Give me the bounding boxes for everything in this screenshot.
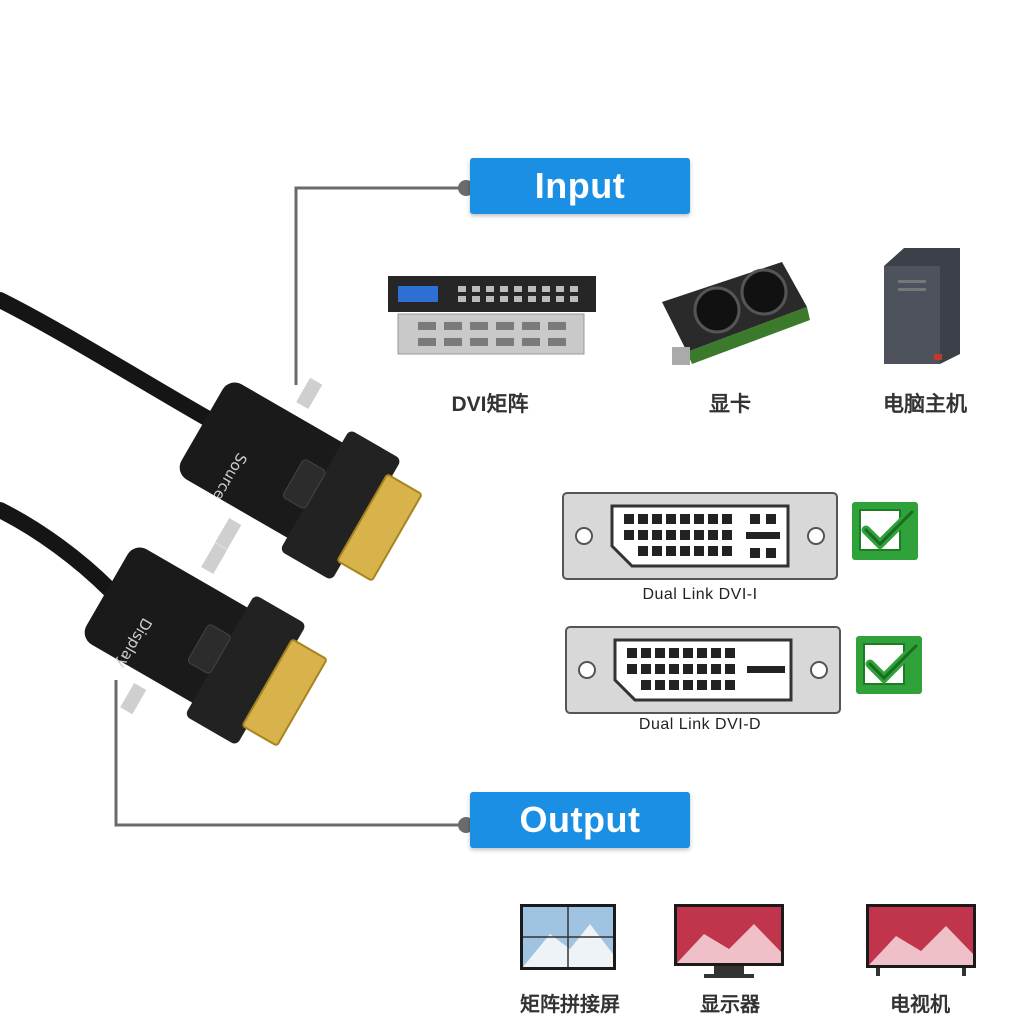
output-device-label-tv: 电视机 <box>890 994 950 1016</box>
display-plug: Display <box>84 542 327 746</box>
input-device-label-gpu: 显卡 <box>709 393 751 416</box>
output-banner: Output <box>470 792 690 848</box>
dvi-i-label: Dual Link DVI-I <box>642 586 758 603</box>
dvi-d-check-icon <box>856 636 922 694</box>
graphics-card-icon <box>662 262 810 365</box>
monitor-icon <box>674 904 784 978</box>
output-device-label-monitor: 显示器 <box>700 994 760 1016</box>
output-device-label-wall: 矩阵拼接屏 <box>520 994 620 1016</box>
input-banner: Input <box>470 158 690 214</box>
dvi-i-port-icon <box>562 492 838 580</box>
input-device-label-pc: 电脑主机 <box>883 393 967 416</box>
video-wall-icon <box>520 904 616 970</box>
dvi-matrix-icon <box>388 276 596 355</box>
dvi-d-port-icon <box>565 626 841 714</box>
source-plug: Source <box>179 377 422 581</box>
tv-icon <box>866 904 976 976</box>
dvi-d-label: Dual Link DVI-D <box>638 716 762 733</box>
input-device-label-matrix: DVI矩阵 <box>451 393 529 416</box>
pc-tower-icon <box>884 248 960 364</box>
dvi-i-check-icon <box>852 502 918 560</box>
